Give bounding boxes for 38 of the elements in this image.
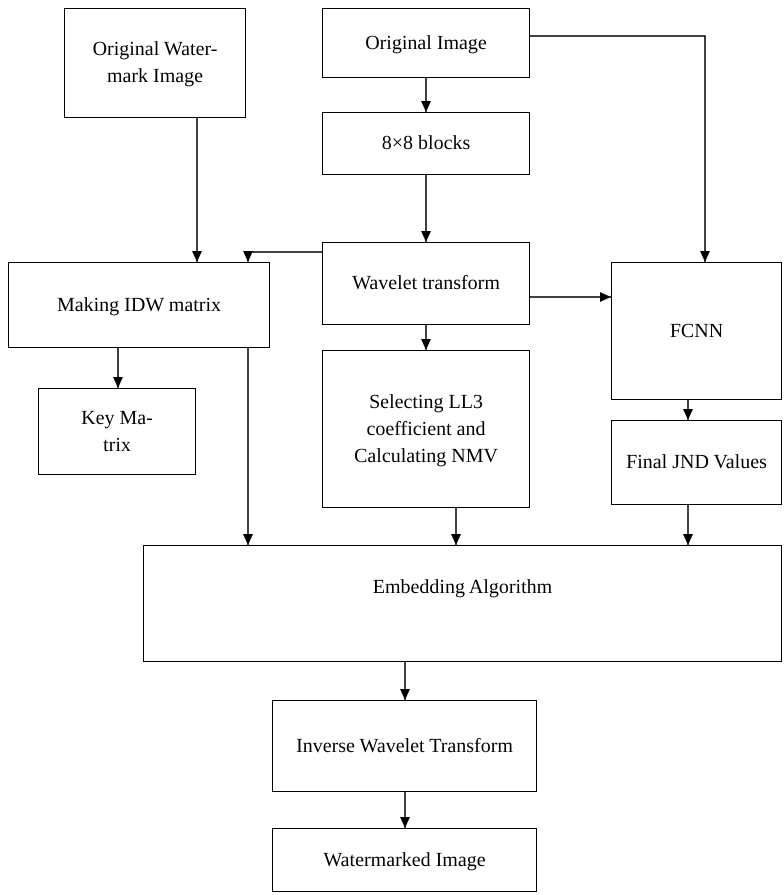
arrow xyxy=(421,175,431,242)
box-label: Inverse Wavelet Transform xyxy=(296,734,513,758)
box-label: 8×8 blocks xyxy=(382,131,470,156)
arrow xyxy=(683,400,693,420)
box-label: Watermarked Image xyxy=(323,848,486,872)
arrow xyxy=(530,292,611,302)
box-label: Making IDW matrix xyxy=(56,292,222,318)
process-box xyxy=(611,262,782,400)
box-label: Selecting LL3 coefficient and Calculating NMV xyxy=(353,390,499,468)
process-box xyxy=(322,8,530,78)
process-box xyxy=(322,112,530,175)
arrow xyxy=(243,251,322,262)
arrow xyxy=(421,78,431,112)
process-box xyxy=(611,420,782,505)
arrow xyxy=(400,792,410,828)
arrow xyxy=(530,35,710,262)
box-label: FCNN xyxy=(670,318,724,344)
process-box xyxy=(38,388,196,475)
process-box xyxy=(143,545,782,662)
box-label: Wavelet transform xyxy=(352,271,500,296)
box-label: Key Ma-trix xyxy=(80,406,154,458)
process-box xyxy=(272,828,537,892)
arrow xyxy=(421,325,431,350)
box-label: Original Water-mark Image xyxy=(92,37,218,89)
process-box xyxy=(64,8,246,118)
arrow xyxy=(113,348,123,388)
process-box xyxy=(322,242,530,325)
box-label: Original Image xyxy=(365,30,487,56)
process-box xyxy=(8,262,270,348)
arrow xyxy=(451,508,461,545)
arrow xyxy=(400,662,410,700)
box-label: Embedding Algorithm xyxy=(372,575,552,600)
arrow xyxy=(243,348,253,545)
arrow xyxy=(683,505,693,545)
process-box xyxy=(322,350,530,508)
box-label: Final JND Values xyxy=(626,450,767,475)
arrow xyxy=(192,118,202,262)
process-box xyxy=(272,700,537,792)
